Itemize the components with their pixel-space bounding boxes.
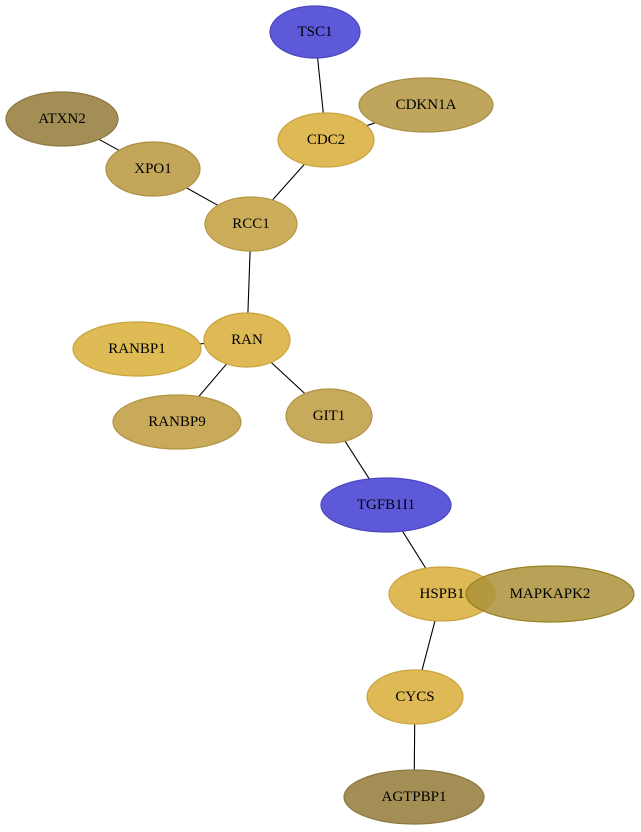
node-shape-tsc1 — [269, 5, 361, 59]
edge-cdkn1a-cdc2 — [366, 122, 376, 127]
edge-ran-git1 — [270, 361, 306, 395]
edge-ran-ranbp9 — [198, 363, 228, 397]
edge-hspb1-cycs — [421, 620, 436, 671]
node-hspb1[interactable]: HSPB1 — [388, 566, 496, 622]
node-atxn2[interactable]: ATXN2 — [5, 91, 119, 147]
edge-rcc1-ran — [247, 250, 251, 314]
node-label-xpo1: XPO1 — [134, 161, 172, 177]
node-label-git1: GIT1 — [313, 408, 346, 424]
node-tsc1[interactable]: TSC1 — [269, 5, 361, 59]
node-shape-agtpbp1 — [343, 769, 485, 825]
node-shape-ranbp1 — [72, 321, 202, 377]
node-cdkn1a[interactable]: CDKN1A — [358, 77, 494, 133]
node-label-hspb1: HSPB1 — [419, 586, 464, 602]
node-shape-xpo1 — [105, 141, 201, 197]
node-xpo1[interactable]: XPO1 — [105, 141, 201, 197]
edge-xpo1-rcc1 — [186, 187, 219, 206]
node-label-cycs: CYCS — [395, 689, 434, 705]
node-shape-cdc2 — [277, 112, 375, 168]
node-label-tsc1: TSC1 — [297, 24, 332, 40]
node-label-mapkapk2: MAPKAPK2 — [510, 586, 591, 602]
edge-tsc1-cdc2 — [317, 57, 324, 114]
node-ranbp9[interactable]: RANBP9 — [112, 394, 242, 450]
node-shape-ran — [203, 312, 291, 368]
edge-atxn2-xpo1 — [98, 138, 120, 151]
node-shape-atxn2 — [5, 91, 119, 147]
node-shape-ranbp9 — [112, 394, 242, 450]
node-shape-rcc1 — [204, 196, 298, 252]
node-label-ranbp1: RANBP1 — [108, 341, 166, 357]
node-ran[interactable]: RAN — [203, 312, 291, 368]
node-label-rcc1: RCC1 — [232, 216, 270, 232]
node-label-cdkn1a: CDKN1A — [396, 97, 457, 113]
node-label-ran: RAN — [231, 332, 263, 348]
node-tgfb1i1[interactable]: TGFB1I1 — [320, 477, 452, 533]
node-shape-cycs — [366, 669, 464, 725]
node-shape-git1 — [285, 388, 373, 444]
node-git1[interactable]: GIT1 — [285, 388, 373, 444]
node-label-cdc2: CDC2 — [307, 132, 345, 148]
node-shape-mapkapk2 — [465, 565, 635, 623]
node-shape-cdkn1a — [358, 77, 494, 133]
node-cycs[interactable]: CYCS — [366, 669, 464, 725]
node-ranbp1[interactable]: RANBP1 — [72, 321, 202, 377]
node-cdc2[interactable]: CDC2 — [277, 112, 375, 168]
edge-git1-tgfb1i1 — [344, 440, 370, 480]
node-shape-tgfb1i1 — [320, 477, 452, 533]
edge-tgfb1i1-hspb1 — [401, 530, 427, 569]
node-agtpbp1[interactable]: AGTPBP1 — [343, 769, 485, 825]
edge-cdc2-rcc1 — [271, 163, 305, 201]
node-rcc1[interactable]: RCC1 — [204, 196, 298, 252]
node-label-atxn2: ATXN2 — [38, 111, 86, 127]
node-label-agtpbp1: AGTPBP1 — [381, 789, 446, 805]
node-mapkapk2[interactable]: MAPKAPK2 — [465, 565, 635, 623]
node-label-tgfb1i1: TGFB1I1 — [357, 497, 415, 513]
node-label-ranbp9: RANBP9 — [148, 414, 206, 430]
